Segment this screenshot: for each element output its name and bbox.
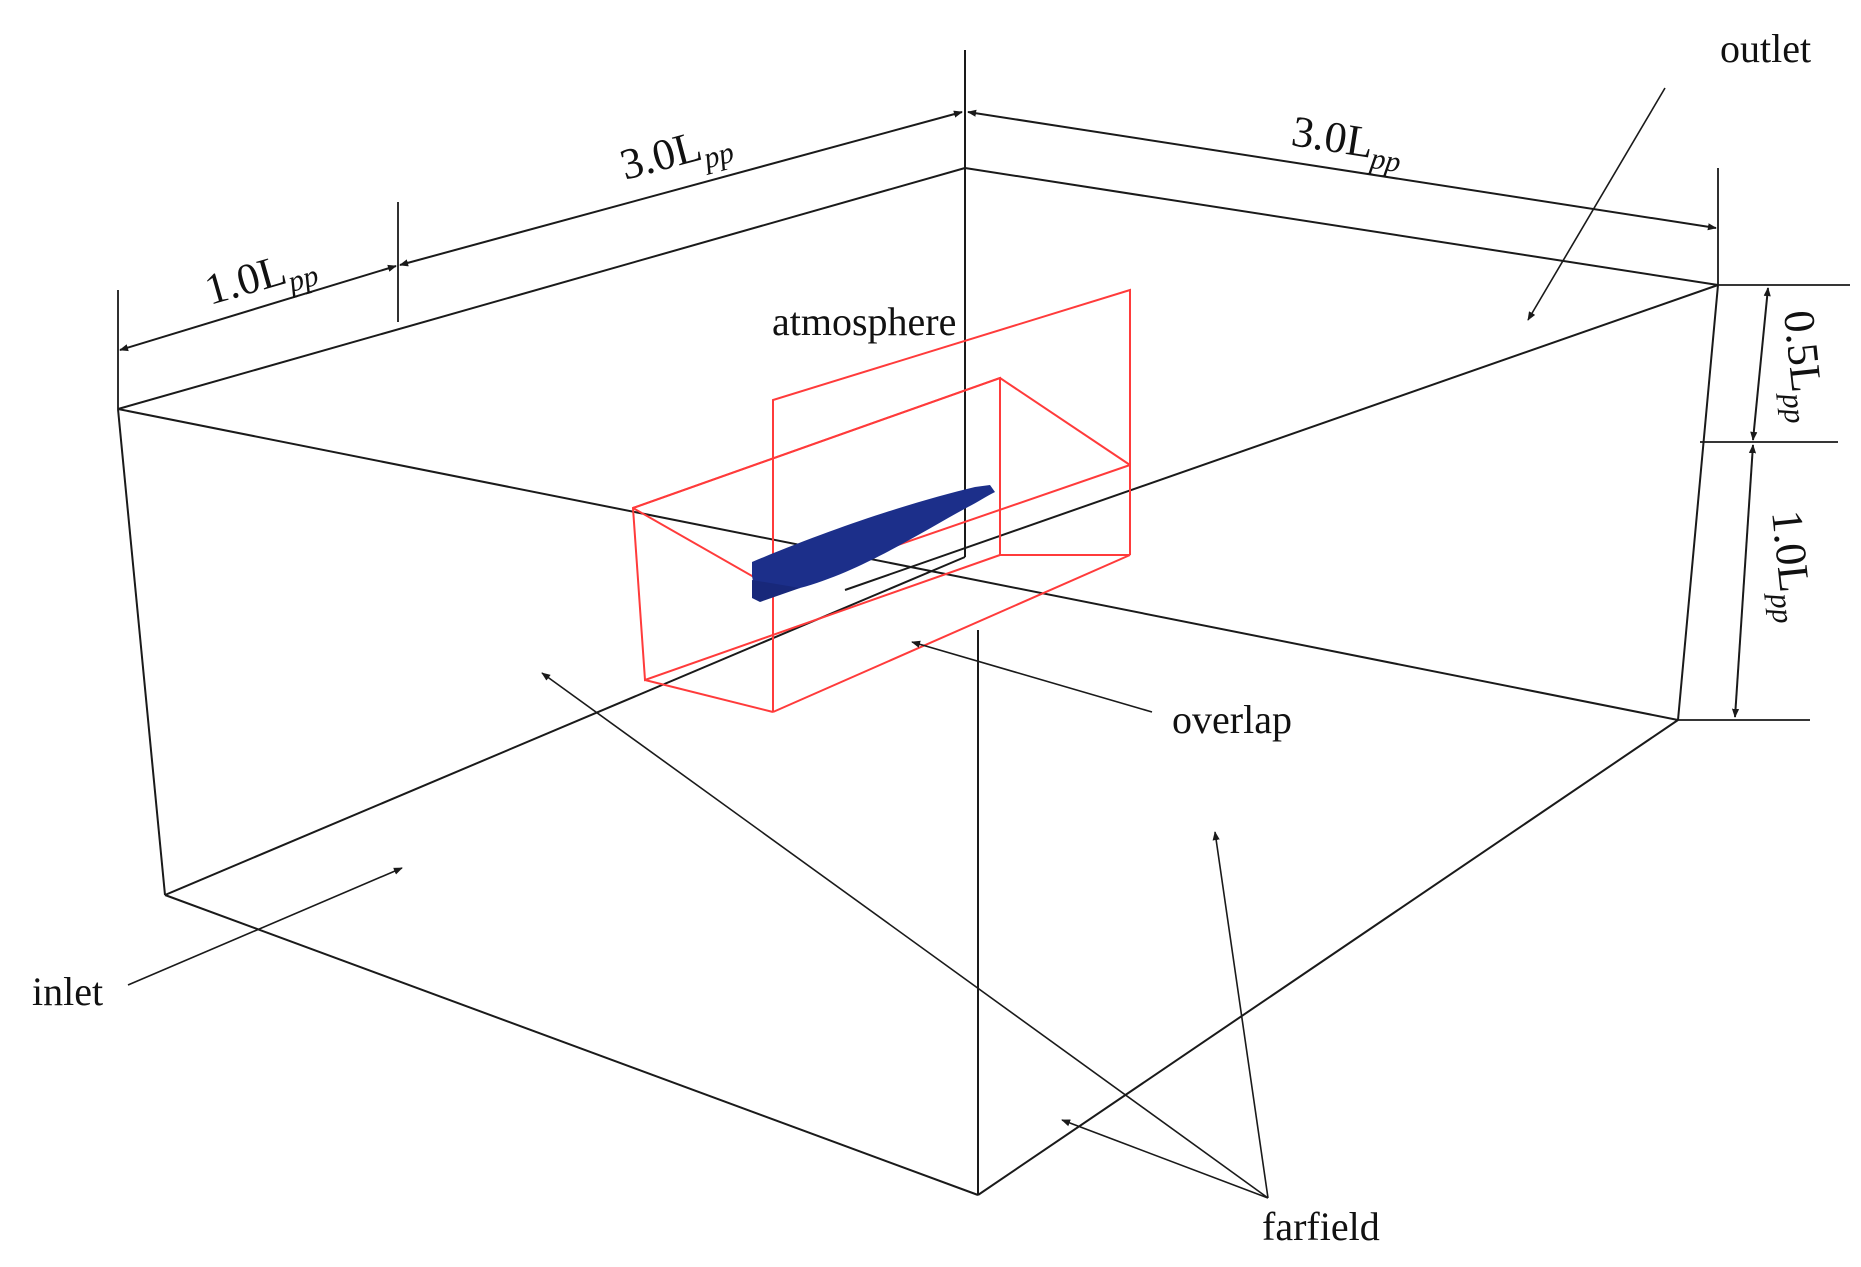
inlet-leader — [127, 867, 403, 986]
outlet-label: outlet — [1720, 26, 1811, 71]
dimension-lines — [119, 109, 1771, 718]
ship-hull — [752, 485, 995, 602]
dimension-label-downstream: 3.0Lpp — [1287, 106, 1406, 179]
overlap-label: overlap — [1172, 697, 1292, 742]
overlap-box-edge — [772, 554, 1131, 713]
bottom-left-edge — [164, 894, 979, 1196]
overlap-box-edge — [632, 377, 1001, 509]
ship-hull-shape — [752, 485, 995, 593]
vertical-left-edge — [117, 408, 166, 896]
leader-arrows — [127, 87, 1666, 1199]
farfield-leader-side — [1212, 831, 1269, 1199]
top-right-edge — [964, 167, 1719, 286]
overlap-box — [631, 288, 1131, 713]
dimension-arrow-to-center — [399, 110, 963, 267]
bottom-right-edge — [977, 719, 1679, 1196]
dimension-arrow-above — [1750, 287, 1771, 441]
overlap-box-edge — [644, 679, 774, 713]
dimension-label-below: 1.0Lpp — [1755, 508, 1822, 625]
dimension-label-to-center: 3.0Lpp — [615, 113, 738, 196]
overlap-box-edge — [999, 377, 1131, 466]
extension-lines — [117, 168, 1850, 721]
dimension-label-upstream: 1.0Lpp — [199, 237, 322, 322]
bottom-back-edge — [164, 556, 966, 896]
atmosphere-label: atmosphere — [772, 299, 956, 344]
vertical-right-edge — [1677, 284, 1719, 721]
dimension-label-above: 0.5Lpp — [1767, 308, 1834, 425]
ship-hull-keel — [752, 580, 800, 602]
inlet-label: inlet — [32, 969, 103, 1014]
dimension-arrow-upstream — [119, 264, 397, 352]
outlet-leader — [1527, 87, 1666, 321]
farfield-leader-bottom — [1061, 1119, 1269, 1199]
farfield-leader-top — [541, 672, 1269, 1199]
top-diagonal-edge — [117, 408, 1679, 721]
top-back-edge — [844, 284, 1719, 591]
dimension-arrow-downstream — [967, 109, 1717, 231]
domain-box — [117, 50, 1719, 1196]
dimension-arrow-below — [1731, 444, 1757, 718]
farfield-label: farfield — [1262, 1204, 1380, 1249]
overlap-box-edge — [632, 507, 774, 589]
overlap-leader — [911, 640, 1153, 713]
